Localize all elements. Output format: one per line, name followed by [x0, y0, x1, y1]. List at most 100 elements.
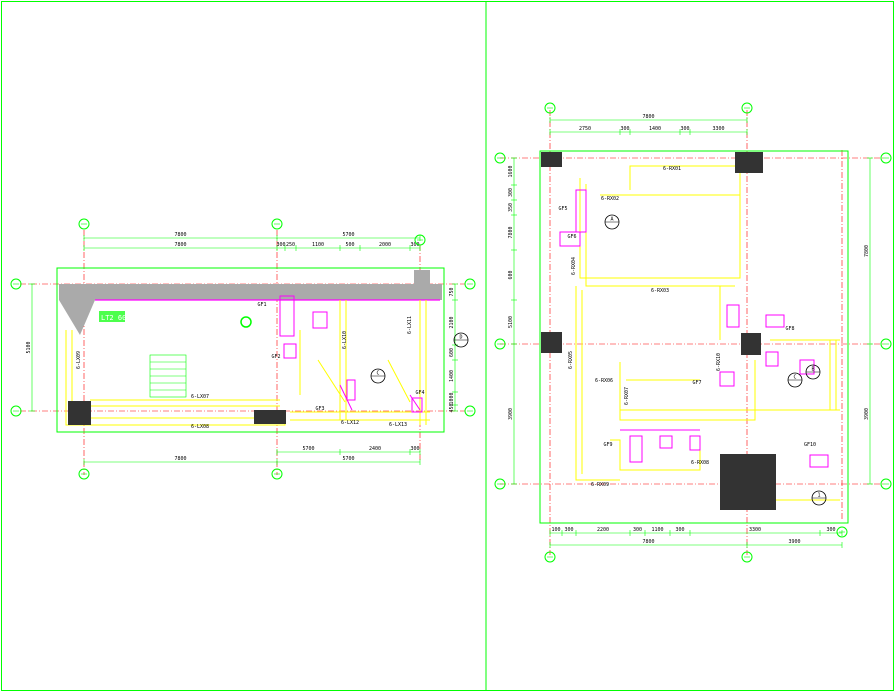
- right-axis-lines: [500, 110, 885, 555]
- pipe-label: 6-RX09: [591, 482, 609, 488]
- dimension-value: 7800: [174, 242, 186, 248]
- left-pipes: [279, 295, 423, 413]
- dimension-value: 1400: [649, 126, 661, 132]
- left-beam-band: [59, 284, 442, 335]
- dimension-value: 600: [508, 270, 514, 279]
- device-label: GF5: [558, 206, 567, 212]
- axis-bubble: [271, 218, 283, 230]
- device-label: GF3: [315, 406, 324, 412]
- dimension-value: 600: [449, 348, 455, 357]
- left-floor-plan: LT2 60 6-LX076-LX086-LX096-LX106-LX116-L…: [10, 218, 476, 480]
- right-floor-plan: 6-RX016-RX026-RX036-RX046-RX056-RX066-RX…: [494, 102, 892, 563]
- dimension-value: 300: [508, 188, 514, 197]
- callout-label: A: [610, 217, 613, 223]
- callout-label: D: [459, 335, 462, 341]
- left-callouts: CD: [370, 332, 469, 384]
- axis-bubble: [10, 278, 22, 290]
- dimension-value: 3900: [864, 408, 870, 420]
- pipe-label: 6-RX08: [691, 460, 709, 466]
- axis-bubble: [10, 405, 22, 417]
- pipe-label: 6-LX11: [407, 316, 413, 334]
- dimension-value: 5100: [508, 316, 514, 328]
- dimension-value: 300: [826, 527, 835, 533]
- right-plan-boundary: [539, 150, 849, 524]
- dimension-value: 350: [508, 203, 514, 212]
- pipe-label: 6-LX09: [76, 351, 82, 369]
- device-label: GF8: [785, 326, 794, 332]
- axis-bubble: [544, 102, 556, 114]
- dimension-value: 1100: [312, 242, 324, 248]
- left-stair: [149, 354, 187, 398]
- dimension-value: 1000: [449, 392, 455, 404]
- right-pipe-labels: 6-RX016-RX026-RX036-RX046-RX056-RX066-RX…: [568, 166, 722, 488]
- callout-label: 1: [817, 493, 820, 499]
- dimension-value: 5700: [302, 446, 314, 452]
- dimension-value: 300: [276, 242, 285, 248]
- device-label: GF7: [692, 380, 701, 386]
- axis-bubble: [464, 405, 476, 417]
- dimension-value: 7800: [864, 245, 870, 257]
- pipe-label: 6-LX08: [191, 424, 209, 430]
- right-axis-bubbles: [494, 102, 892, 563]
- dimension-value: 300: [675, 527, 684, 533]
- dimension-value: 7800: [174, 456, 186, 462]
- dimension-value: 300: [564, 527, 573, 533]
- dimension-value: 5700: [342, 232, 354, 238]
- axis-bubble: [741, 102, 753, 114]
- callout-label: C: [793, 375, 796, 381]
- left-axis-bubbles: [10, 218, 476, 480]
- dimension-value: 7800: [642, 114, 654, 120]
- axis-bubble: [880, 152, 892, 164]
- dimension-value: 1100: [651, 527, 663, 533]
- axis-bubble: [494, 478, 506, 490]
- left-plan-boundary: [56, 267, 445, 433]
- dimension-value: 300: [620, 126, 629, 132]
- dimension-value: 300: [410, 446, 419, 452]
- pipe-label: 6-LX10: [342, 331, 348, 349]
- dimension-value: 2400: [369, 446, 381, 452]
- dimension-value: 3900: [508, 408, 514, 420]
- dimension-value: 500: [345, 242, 354, 248]
- dimension-value: 450: [449, 403, 455, 412]
- callout-label: B: [811, 367, 814, 373]
- dimension-value: 2750: [579, 126, 591, 132]
- right-callouts: A B C 1: [604, 214, 827, 506]
- device-label: GF1: [257, 302, 266, 308]
- pipe-label: 6-LX07: [191, 394, 209, 400]
- device-label: GF9: [603, 442, 612, 448]
- pipe-label: 6-RX03: [651, 288, 669, 294]
- pipe-label: 6-RX02: [601, 196, 619, 202]
- axis-bubble: [880, 478, 892, 490]
- left-room-tag-box: [99, 311, 125, 322]
- pipe-label: 6-RX06: [595, 378, 613, 384]
- pipe-label: 6-LX13: [389, 422, 407, 428]
- dimension-value: 300: [410, 242, 419, 248]
- dimension-value: 100: [551, 527, 560, 533]
- dimension-value: 3300: [712, 126, 724, 132]
- axis-bubble: [78, 468, 90, 480]
- axis-bubble: [494, 338, 506, 350]
- device-label: GF2: [271, 354, 280, 360]
- dimension-value: 1600: [508, 165, 514, 177]
- dimension-value: 2200: [597, 527, 609, 533]
- dimension-value: 300: [680, 126, 689, 132]
- dimension-value: 2000: [379, 242, 391, 248]
- right-pipes: [559, 189, 829, 468]
- dimension-value: 1400: [449, 370, 455, 382]
- device-label: GF4: [415, 390, 424, 396]
- dimension-value: 5700: [342, 456, 354, 462]
- dimension-value: 7800: [174, 232, 186, 238]
- axis-bubble: [464, 278, 476, 290]
- dimension-value: 2100: [449, 316, 455, 328]
- pipe-label: 6-RX07: [624, 387, 630, 405]
- left-columns: [68, 401, 286, 425]
- device-label: GF6: [567, 234, 576, 240]
- dimension-value: 7800: [642, 539, 654, 545]
- pipe-label: 6-RX05: [568, 351, 574, 369]
